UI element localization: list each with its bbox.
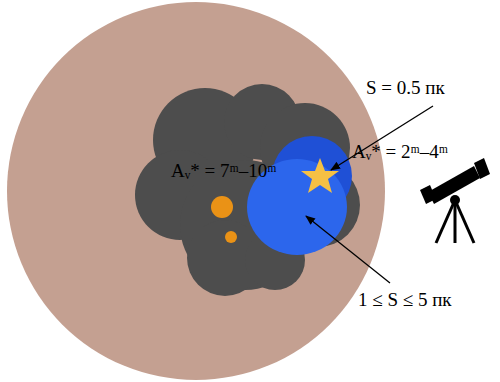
leader-line	[306, 216, 390, 283]
embedded-source	[225, 231, 237, 243]
telescope-icon	[420, 158, 490, 243]
star	[301, 158, 339, 193]
dense-core	[135, 84, 360, 296]
extinction-label: Aᵥ* = 7ᵐ–10ᵐ	[171, 160, 277, 182]
molecular-cloud	[7, 2, 385, 380]
embedded-source	[211, 196, 233, 218]
extinction-label: Aᵥ* = 2ᵐ–4ᵐ	[352, 141, 448, 163]
scale-label: 1 ≤ S ≤ 5 пк	[358, 289, 452, 311]
scale-label: S = 0.5 пк	[366, 77, 445, 99]
